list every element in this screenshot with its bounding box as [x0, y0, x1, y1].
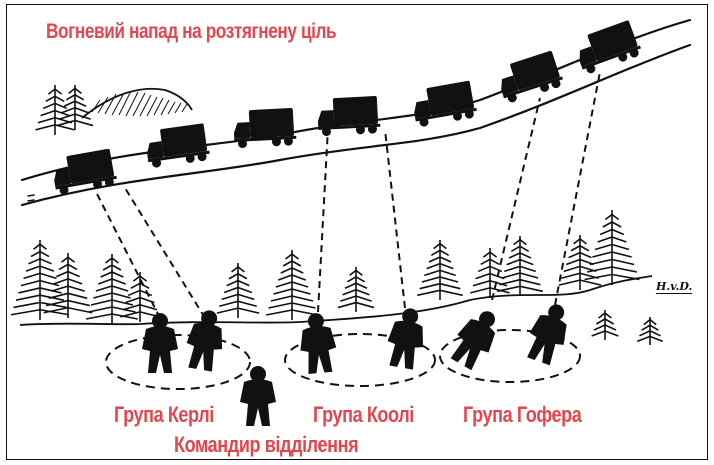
pine-tree: [584, 210, 640, 285]
fire-line: [94, 189, 161, 319]
fire-line: [317, 127, 329, 313]
soldier-figure: [142, 313, 178, 373]
pine-tree: [591, 310, 619, 340]
fire-lines: [94, 71, 601, 319]
fire-line: [491, 97, 541, 301]
cooley-group-label: Група Коолі: [313, 402, 414, 427]
illustration-frame: [6, 4, 708, 460]
pine-tree: [56, 85, 94, 130]
hill: [81, 87, 193, 119]
pine-tree: [85, 254, 139, 324]
truck: [414, 80, 477, 127]
soldier-figure: [450, 311, 496, 371]
soldiers: [142, 304, 567, 426]
pine-tree: [470, 248, 510, 298]
truck: [317, 95, 381, 137]
group-ellipses: [105, 329, 581, 390]
truck: [233, 107, 297, 149]
squad-commander-figure: [240, 366, 276, 426]
kerli-group-ellipse: [105, 334, 251, 390]
pine-tree: [43, 253, 93, 318]
squad-commander-label: Командир відділення: [174, 432, 359, 457]
truck: [501, 50, 563, 103]
fire-line: [554, 71, 601, 306]
pine-tree: [265, 250, 319, 320]
pine-tree: [636, 317, 664, 345]
gopher-group-ellipse: [439, 329, 581, 383]
gopher-group-label: Група Гофера: [463, 402, 582, 427]
soldier-figure: [186, 310, 223, 372]
cooley-group-ellipse: [284, 333, 436, 387]
soldier-figure: [527, 304, 567, 366]
truck: [54, 148, 117, 195]
forest: [10, 85, 664, 345]
truck: [147, 123, 210, 168]
pine-tree: [216, 263, 260, 318]
truck-column: [54, 20, 641, 195]
ground-line: [19, 275, 653, 326]
pine-tree: [558, 235, 602, 290]
soldier-figure: [387, 308, 424, 370]
pine-tree: [35, 85, 75, 135]
fire-line: [124, 187, 206, 319]
truck: [579, 20, 641, 74]
pine-tree: [497, 236, 543, 296]
soldier-figure: [300, 313, 337, 374]
fire-line: [384, 129, 406, 309]
kerli-group-label: Група Керлі: [114, 402, 214, 427]
pine-tree: [10, 240, 70, 320]
pine-tree: [337, 267, 375, 312]
artist-signature: H.v.D.: [656, 280, 693, 294]
pine-tree: [417, 240, 463, 300]
illustration-title: Вогневий напад на розтягнену ціль: [46, 20, 337, 43]
